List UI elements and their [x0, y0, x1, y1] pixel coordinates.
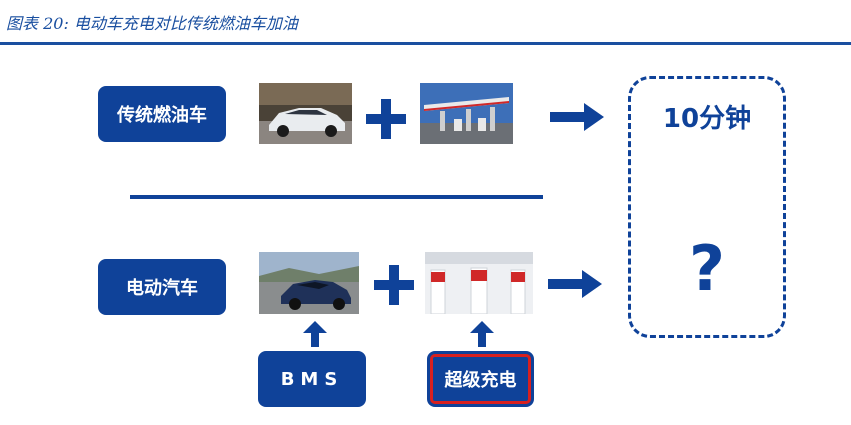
ev-label: 电动汽车 [98, 259, 226, 315]
ice-refuel-time: 10分钟 [662, 104, 752, 134]
refuel-time-box [628, 76, 786, 338]
gas-station-photo [420, 83, 513, 144]
row-divider [130, 195, 543, 199]
sedan-car-photo [259, 83, 352, 144]
supercharger-label: 超级充电 [427, 351, 534, 407]
bms-label: BMS [258, 351, 366, 407]
up-arrow-icon [303, 321, 327, 347]
right-arrow-icon [550, 103, 604, 131]
plus-icon [366, 99, 406, 139]
plus-icon [374, 265, 414, 305]
figure-title: 图表 20: 电动车充电对比传统燃油车加油 [6, 14, 298, 33]
right-arrow-icon [548, 270, 602, 298]
ev-charge-time-unknown: ? [689, 232, 725, 305]
electric-car-photo [259, 252, 359, 314]
up-arrow-icon [470, 321, 494, 347]
supercharger-station-photo [425, 252, 533, 314]
title-divider [0, 42, 851, 45]
ice-car-label: 传统燃油车 [98, 86, 226, 142]
